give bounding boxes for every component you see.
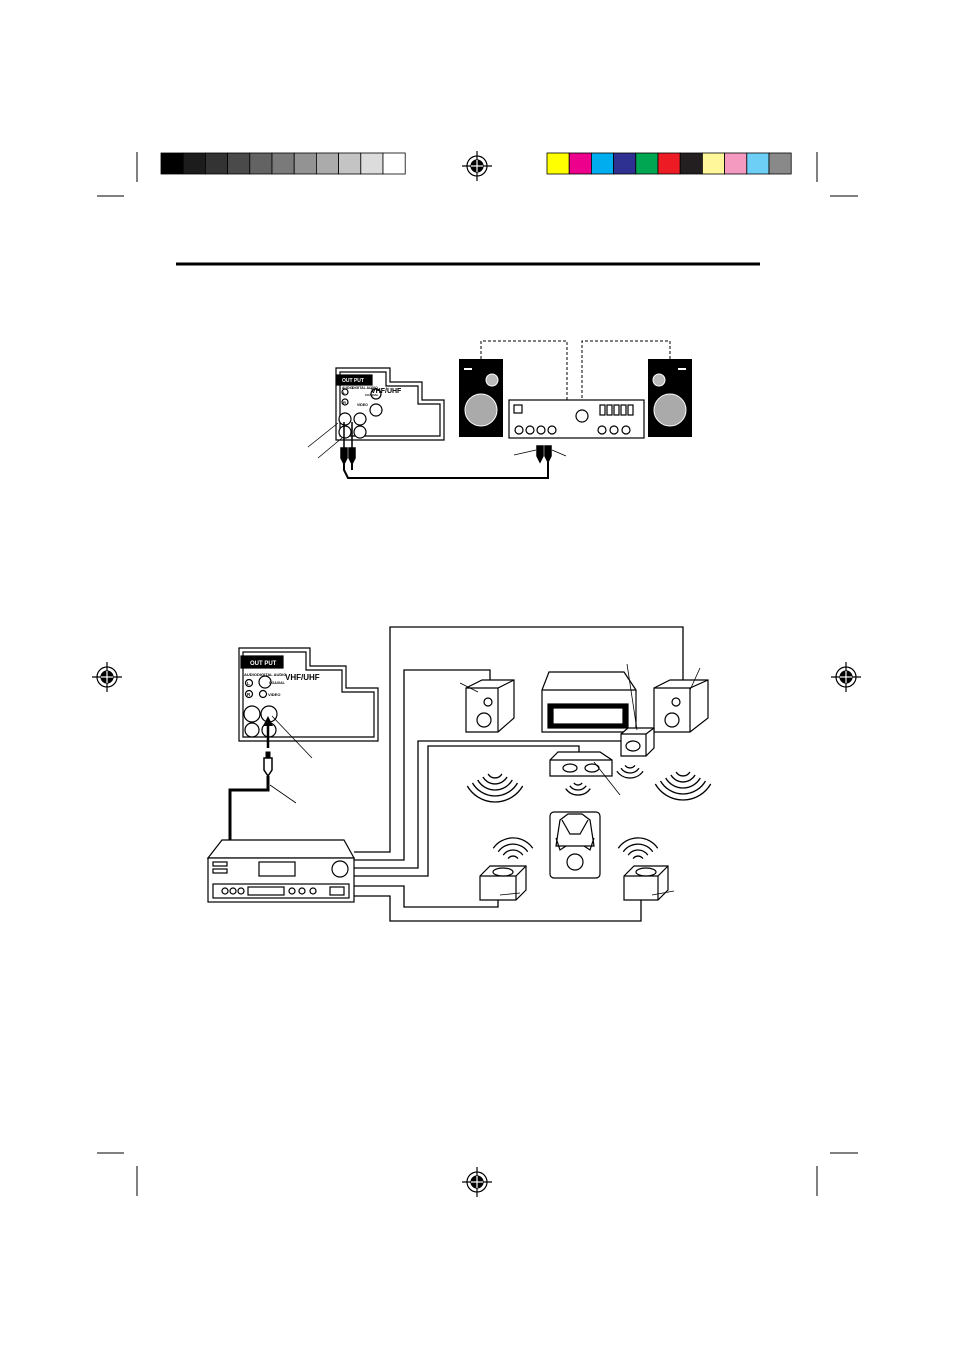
sound-wave-arc	[670, 774, 696, 783]
audio-label: AUDIO	[244, 672, 257, 677]
stereo-connection-diagram: OUT PUT AUDIO DIGITAL AUDIO COAXIAL L R …	[307, 340, 692, 479]
calibration-swatch	[657, 152, 681, 175]
calibration-swatch	[724, 152, 748, 175]
video-label: VIDEO	[357, 403, 368, 407]
rca-plug-icon	[263, 751, 273, 778]
sound-wave-arc	[477, 779, 513, 791]
registration-mark-icon	[462, 1167, 492, 1197]
sound-wave-arc	[627, 849, 649, 856]
calibration-swatch	[315, 152, 339, 175]
speaker-icon	[549, 751, 613, 777]
speaker-icon	[648, 359, 692, 437]
jack-l-label: L	[247, 681, 250, 686]
vhf-uhf-label: VHF/UHF	[285, 673, 320, 682]
digital-audio-label: DIGITAL AUDIO	[352, 386, 378, 390]
rear-panel-top	[335, 367, 445, 441]
coaxial-label: COAXIAL	[365, 393, 379, 397]
calibration-swatch	[338, 152, 362, 175]
calibration-swatch	[249, 152, 273, 175]
calibration-swatch	[568, 152, 592, 175]
color-calibration-bar	[546, 152, 792, 175]
calibration-swatch	[635, 152, 659, 175]
sound-wave-arc	[675, 771, 691, 777]
sound-wave-arc	[497, 843, 529, 853]
television-icon	[541, 671, 637, 733]
speaker-icon	[459, 359, 503, 437]
calibration-swatch	[702, 152, 726, 175]
sound-wave-arc	[565, 788, 591, 796]
listener-icon	[549, 811, 601, 879]
sound-wave-icon	[466, 764, 712, 860]
calibration-swatch	[271, 152, 295, 175]
jack-r-label: R	[247, 692, 251, 697]
sound-wave-arc	[482, 776, 508, 785]
surround-connection-diagram: OUT PUT AUDIO DIGITAL AUDIO COAXIAL L R …	[206, 626, 712, 922]
sound-wave-arc	[617, 837, 659, 849]
audio-label: AUDIO	[342, 386, 354, 390]
video-label: VIDEO	[268, 692, 280, 697]
sound-wave-arc	[471, 782, 519, 797]
sound-wave-arc	[624, 764, 636, 769]
speaker-icon	[623, 865, 669, 901]
sound-wave-arc	[569, 785, 587, 791]
calibration-swatch	[360, 152, 384, 175]
sound-wave-arc	[492, 837, 534, 849]
calibration-swatch	[613, 152, 637, 175]
vhf-uhf-label: VHF/UHF	[371, 388, 402, 395]
sound-wave-arc	[620, 767, 640, 774]
calibration-swatch	[204, 152, 228, 175]
calibration-swatch	[382, 152, 406, 175]
coaxial-label: COAXIAL	[269, 681, 286, 685]
speaker-icon	[620, 727, 655, 757]
sound-wave-arc	[616, 770, 644, 779]
sound-wave-arc	[654, 783, 712, 801]
grayscale-calibration-bar	[160, 152, 406, 175]
sound-wave-arc	[466, 785, 524, 803]
crop-marks	[97, 152, 858, 1196]
sound-wave-arc	[573, 782, 583, 786]
output-label: OUT PUT	[250, 661, 277, 667]
digital-audio-label: DIGITAL AUDIO	[257, 672, 286, 677]
calibration-swatch	[227, 152, 251, 175]
registration-mark-icon	[92, 662, 122, 692]
calibration-swatch	[293, 152, 317, 175]
calibration-swatch	[160, 152, 184, 175]
speaker-icon	[465, 679, 515, 733]
output-label: OUT PUT	[342, 378, 364, 384]
jack-r-label: R	[343, 400, 346, 405]
calibration-swatch	[591, 152, 615, 175]
av-receiver-icon	[206, 839, 356, 903]
calibration-swatch	[182, 152, 206, 175]
calibration-swatch	[546, 152, 570, 175]
sound-wave-arc	[507, 855, 519, 860]
rca-plug-icon	[340, 422, 356, 466]
registration-mark-icon	[831, 662, 861, 692]
sound-wave-arc	[659, 780, 707, 795]
calibration-swatch	[768, 152, 792, 175]
sound-wave-arc	[665, 777, 701, 789]
calibration-swatch	[746, 152, 770, 175]
registration-mark-icon	[462, 151, 492, 181]
speaker-icon	[653, 679, 709, 733]
jack-l-label: L	[343, 390, 346, 395]
calibration-swatch	[679, 152, 703, 175]
sound-wave-arc	[622, 843, 654, 853]
amplifier-icon	[508, 399, 645, 439]
rca-plug-icon	[536, 445, 552, 464]
speaker-icon	[479, 865, 527, 901]
sound-wave-arc	[632, 855, 644, 860]
sound-wave-arc	[502, 849, 524, 856]
sound-wave-arc	[487, 773, 503, 779]
